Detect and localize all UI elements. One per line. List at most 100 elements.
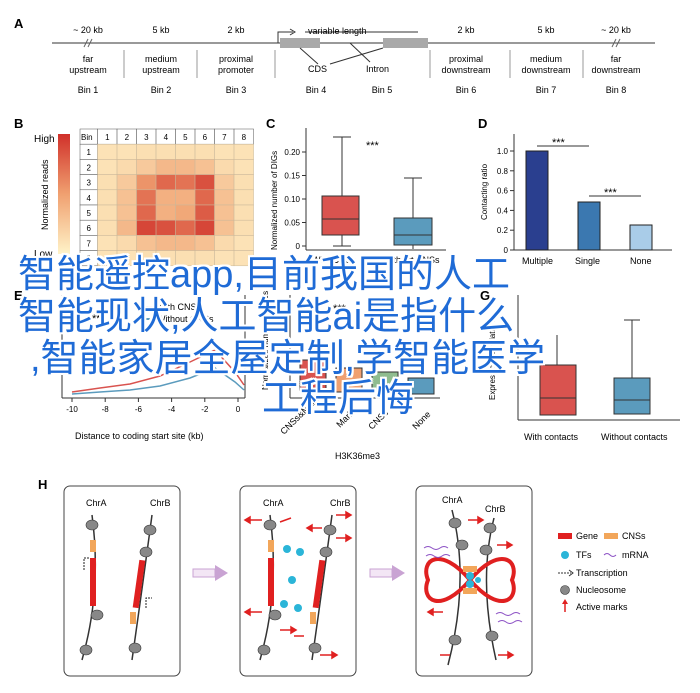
panel-c-ticks: 0.200.150.100.050 — [284, 148, 306, 251]
panel-d-tick: 0 — [504, 246, 509, 255]
panel-h-frame-3 — [415, 485, 533, 677]
heatmap-cell — [155, 219, 176, 236]
panel-e-tick: -8 — [102, 405, 110, 414]
heatmap-col-label: 4 — [164, 133, 169, 142]
bin-label-1: proximal — [219, 54, 253, 64]
panel-h-letter: H — [38, 477, 47, 492]
heatmap-cell — [155, 204, 176, 221]
panel-h-arrow-2 — [369, 565, 405, 581]
panel-g-cat-2: Without contacts — [601, 432, 668, 442]
heatmap-cell — [116, 204, 137, 221]
svg-text:Gene: Gene — [576, 531, 598, 541]
panel-e-tick: -10 — [66, 405, 78, 414]
bin-name: Bin 1 — [78, 85, 99, 95]
panel-g-letter: G — [480, 288, 490, 303]
panel-h2-tfs — [280, 545, 304, 612]
svg-text:TFs: TFs — [576, 550, 592, 560]
panel-b-colorbar — [58, 134, 70, 254]
heatmap-cell — [155, 250, 176, 267]
bin-label-1: proximal — [449, 54, 483, 64]
panel-e-legend-2: Without CNSs — [157, 314, 214, 324]
heatmap-col-label: 5 — [183, 133, 188, 142]
panel-d-tick: 0.6 — [497, 187, 509, 196]
heatmap-cell — [116, 143, 137, 160]
panel-a-tss-arrow — [277, 31, 293, 43]
heatmap-cell — [116, 235, 137, 251]
heatmap-cell — [155, 143, 176, 160]
heatmap-col-label: 3 — [144, 133, 149, 142]
panel-d-tick: 1.0 — [497, 147, 509, 156]
heatmap-cell — [175, 159, 196, 175]
heatmap-cell — [116, 250, 137, 267]
panel-f-cat-4: None — [410, 409, 432, 431]
heatmap-cell — [233, 174, 254, 191]
panel-d-cat-2: Single — [575, 256, 600, 266]
svg-text:mRNA: mRNA — [622, 550, 649, 560]
panel-a-intron-label: Intron — [366, 64, 389, 74]
heatmap-cell — [233, 143, 254, 160]
panel-a-variable-length: variable length — [308, 26, 367, 36]
panel-h1-chra: ChrA — [86, 498, 107, 508]
panel-c-box-without-cns — [393, 217, 433, 246]
panel-e-tick: -2 — [201, 405, 209, 414]
heatmap-cell — [214, 219, 235, 236]
panel-h1-gene-b — [132, 559, 146, 609]
panel-a-exon-1 — [280, 38, 320, 48]
panel-d-stars-2: *** — [604, 187, 618, 199]
heatmap-row-label: 4 — [87, 194, 92, 203]
heatmap-cell — [233, 189, 254, 206]
panel-d-ticks: 1.00.80.60.40.20 — [497, 147, 514, 255]
svg-text:Nucleosome: Nucleosome — [576, 585, 626, 595]
panel-g-cat-1: With contacts — [524, 432, 579, 442]
heatmap-cell — [136, 250, 157, 267]
bin-distance: 2 kb — [457, 25, 474, 35]
heatmap-cell — [136, 204, 157, 221]
heatmap-corner: Bin — [81, 133, 93, 142]
heatmap-cell — [97, 189, 118, 206]
bin-name: Bin 3 — [226, 85, 247, 95]
heatmap-cell — [194, 174, 215, 191]
bin-distance: ~ 20 kb — [601, 25, 631, 35]
heatmap-cell — [194, 219, 215, 236]
heatmap-col-label: 8 — [242, 133, 247, 142]
panel-f-cat-1: CNSs&Mark — [278, 394, 320, 436]
heatmap-col-label: 7 — [222, 133, 227, 142]
heatmap-cell — [214, 174, 235, 191]
panel-e-stars: *** — [92, 313, 106, 325]
panel-e-letter: E — [14, 288, 23, 303]
panel-d-letter: D — [478, 116, 487, 131]
heatmap-cell — [175, 204, 196, 221]
panel-d-tick: 0.8 — [497, 167, 509, 176]
panel-c-box-with-cns — [321, 195, 360, 236]
panel-h1-cns-a — [90, 540, 96, 552]
svg-text:CNSs: CNSs — [622, 531, 646, 541]
heatmap-cell — [97, 204, 118, 221]
panel-c-cat-1: With CNSs — [312, 255, 357, 265]
bin-name: Bin 5 — [372, 85, 393, 95]
panel-e-line-with-cns — [71, 349, 245, 393]
bin-label-2: promoter — [218, 65, 254, 75]
heatmap-cell — [175, 235, 196, 251]
heatmap-cell — [155, 189, 176, 206]
heatmap-cell — [155, 235, 176, 251]
heatmap-cell — [136, 189, 157, 206]
heatmap-cell — [214, 143, 235, 160]
panel-h2-chrb: ChrB — [330, 498, 351, 508]
heatmap-cell — [97, 235, 118, 251]
panel-e-tick: -6 — [135, 405, 143, 414]
panel-d-bar-single — [577, 201, 601, 251]
panel-b-low: Low — [34, 249, 53, 260]
panel-a-exon-2 — [383, 38, 428, 48]
panel-e-xlabel: Distance to coding start site (kb) — [75, 431, 204, 441]
svg-text:Transcription: Transcription — [576, 568, 628, 578]
panel-h3-mrna — [423, 546, 523, 624]
panel-e-line-without-cns — [71, 367, 245, 395]
panel-f-stars-1: *** — [333, 303, 347, 315]
heatmap-cell — [136, 219, 157, 236]
panel-a-intron-pointer — [349, 42, 371, 63]
panel-f-cat-2: Mark — [334, 408, 356, 430]
heatmap-cell — [116, 189, 137, 206]
